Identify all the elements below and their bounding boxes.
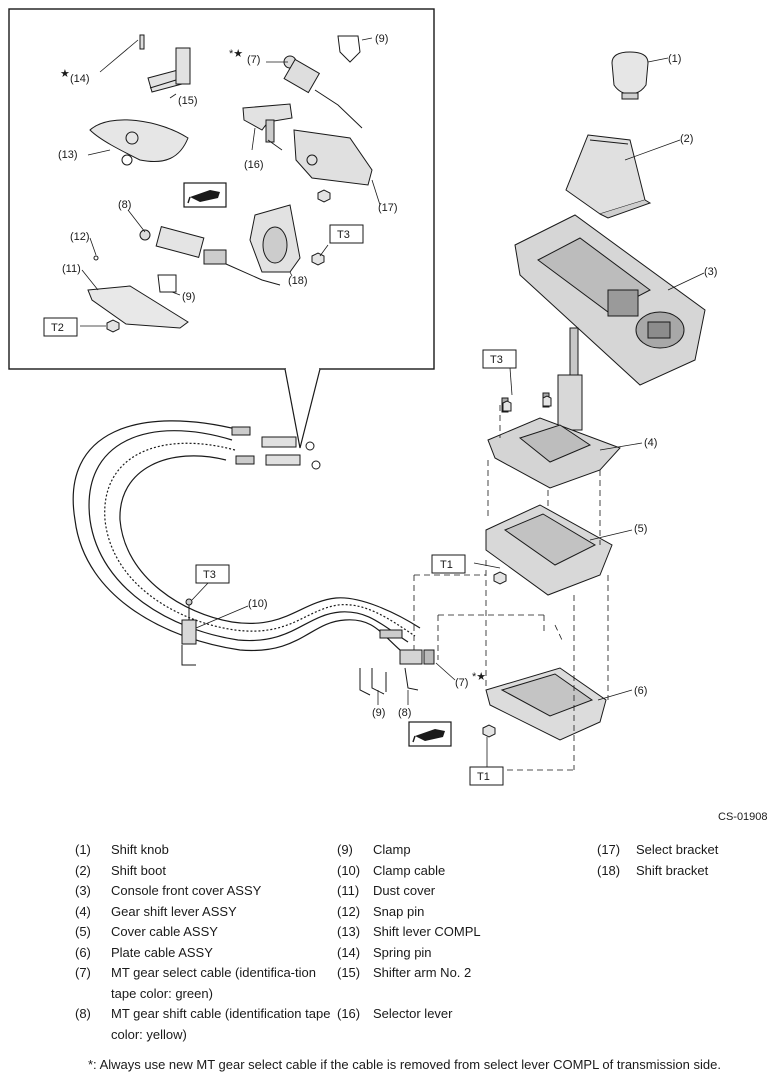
grease-gun-icon [183, 182, 227, 208]
star-mark: ★ [60, 68, 70, 80]
callout-6: (6) [634, 685, 647, 697]
callout-17: (17) [378, 202, 398, 214]
cover-cable-part [485, 504, 613, 596]
callout-4: (4) [644, 437, 657, 449]
svg-text:T2: T2 [51, 322, 64, 334]
legend-item: (14)Spring pin [337, 944, 432, 960]
cable-end-upper [231, 426, 321, 470]
plate-cable-part [485, 667, 607, 741]
callout-9-inset-lower: (9) [182, 291, 195, 303]
legend-item: (15)Shifter arm No. 2 [337, 965, 472, 980]
console-front-cover-part [514, 214, 706, 386]
legend-item: (13)Shift lever COMPL [337, 924, 481, 939]
star-mark: *★ [229, 48, 243, 60]
assembly-guide-lines [413, 405, 609, 771]
callout-1: (1) [668, 53, 681, 65]
cable-end-lower [359, 629, 435, 696]
legend-item: (2)Shift boot [75, 862, 166, 878]
legend-item: (7)MT gear select cable (identifica-tion… [75, 965, 316, 1001]
legend-item: (18)Shift bracket [597, 862, 709, 878]
callout-5: (5) [634, 523, 647, 535]
callout-7-inset: (7) [247, 54, 260, 66]
callout-7: (7) [455, 677, 468, 689]
shift-knob-part [611, 51, 649, 100]
callout-11: (11) [62, 263, 81, 275]
footnote: *: Always use new MT gear select cable i… [88, 1057, 721, 1072]
torque-box-t1-plate: T1 [469, 766, 504, 786]
figure-code: CS-01908 [718, 811, 768, 823]
callout-10: (10) [248, 598, 268, 610]
callout-16: (16) [244, 159, 264, 171]
legend-item: (17)Select bracket [597, 842, 719, 857]
svg-text:T3: T3 [203, 569, 216, 581]
callout-14: (14) [70, 73, 90, 85]
legend-item: (10)Clamp cable [337, 862, 446, 878]
exploded-parts-diagram: T3 T2 T3 T1 T3 T1 ★ *★ *★ (1) (2) (3) (4… [8, 8, 768, 823]
grease-gun-icon [408, 721, 452, 747]
legend-item: (3)Console front cover ASSY [75, 883, 262, 898]
torque-box-t3-clamp: T3 [195, 564, 230, 584]
legend-item: (11)Dust cover [337, 883, 436, 898]
star-mark: *★ [472, 671, 486, 683]
callout-13: (13) [58, 149, 78, 161]
callout-12: (12) [70, 231, 90, 243]
torque-box-t1-cover: T1 [431, 554, 466, 574]
clamp-cable-part [181, 598, 197, 666]
callout-8: (8) [398, 707, 411, 719]
callout-8-inset: (8) [118, 199, 131, 211]
callout-leaders [80, 37, 705, 767]
torque-box-t3-lever: T3 [482, 349, 517, 369]
callout-labels: (1) (2) (3) (4) (5) (6) (7) (8) (9) (10)… [58, 33, 717, 719]
callout-2: (2) [680, 133, 693, 145]
callout-3: (3) [704, 266, 717, 278]
legend-item: (4)Gear shift lever ASSY [75, 903, 237, 919]
shift-cables [72, 420, 421, 652]
legend-item: (8)MT gear shift cable (identification t… [75, 1006, 331, 1042]
callout-9: (9) [372, 707, 385, 719]
detail-inset-frame [8, 8, 435, 370]
detail-inset-pointer [284, 368, 321, 449]
legend-item: (5)Cover cable ASSY [75, 924, 218, 939]
svg-text:T3: T3 [337, 229, 350, 241]
legend-item: (12)Snap pin [337, 903, 425, 919]
torque-box-t3-inset: T3 [329, 224, 364, 244]
legend-item: (9)Clamp [337, 842, 411, 857]
svg-text:T1: T1 [477, 771, 490, 783]
callout-18: (18) [288, 275, 308, 287]
shift-boot-part [565, 134, 652, 219]
callout-9-inset: (9) [375, 33, 388, 45]
callout-15: (15) [178, 95, 198, 107]
parts-legend: (1)Shift knob (2)Shift boot (3)Console f… [0, 840, 779, 1042]
bolts [106, 189, 552, 738]
legend-item: (16)Selector lever [337, 1006, 453, 1021]
inset-parts [87, 34, 373, 329]
torque-box-t2-inset: T2 [43, 317, 78, 337]
svg-text:T1: T1 [440, 559, 453, 571]
legend-item: (1)Shift knob [75, 842, 169, 857]
svg-text:T3: T3 [490, 354, 503, 366]
legend-item: (6)Plate cable ASSY [75, 944, 213, 960]
